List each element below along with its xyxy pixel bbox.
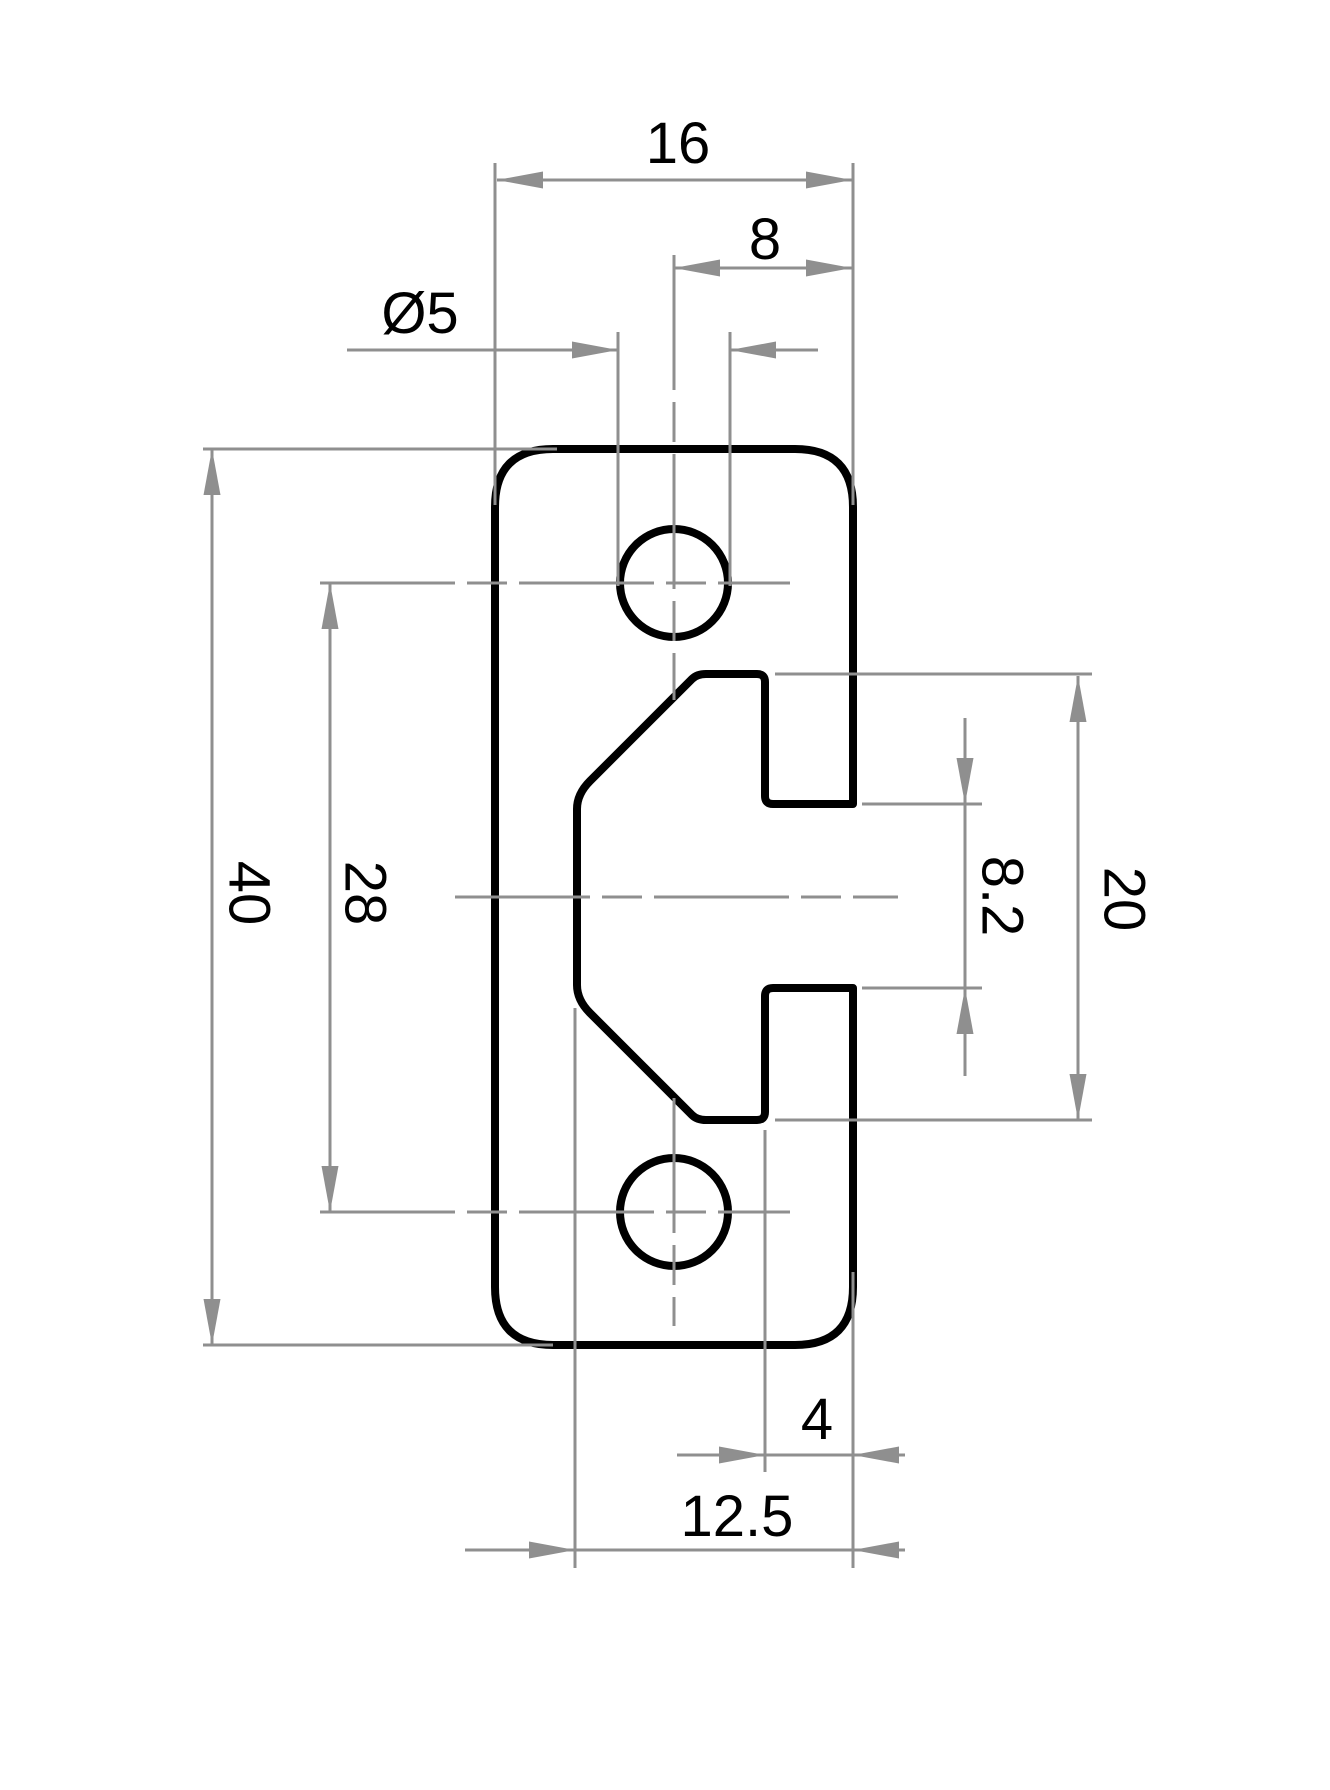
arrow-right-icon [719, 1446, 765, 1464]
arrow-left-icon [497, 171, 543, 189]
dim-slot-depth: 12.5 [465, 1484, 905, 1559]
arrow-right-icon [806, 259, 852, 277]
arrow-down-icon [956, 758, 974, 804]
dim-label-lip-depth: 4 [801, 1387, 833, 1452]
arrow-right-icon [529, 1541, 575, 1559]
arrow-up-icon [956, 988, 974, 1034]
arrow-up-icon [321, 583, 339, 629]
dim-overall-width: 16 [497, 111, 852, 189]
arrow-left-icon [853, 1446, 899, 1464]
dim-lip-depth: 4 [677, 1387, 905, 1464]
dim-slot-opening: 8.2 [956, 718, 1035, 1076]
arrow-left-icon [674, 259, 720, 277]
dim-hole-diameter: Ø5 [347, 281, 818, 359]
arrow-down-icon [321, 1166, 339, 1212]
dim-label-slot-height: 20 [1092, 867, 1157, 932]
dim-label-overall-width: 16 [646, 111, 711, 176]
arrow-right-icon [806, 171, 852, 189]
dim-label-hole-diameter: Ø5 [381, 281, 458, 346]
arrow-left-icon [853, 1541, 899, 1559]
dim-label-hole-offset: 8 [749, 207, 781, 272]
dim-overall-height: 40 [203, 449, 282, 1345]
dim-hole-spacing: 28 [321, 583, 398, 1212]
arrow-right-icon [572, 341, 618, 359]
dim-label-hole-spacing: 28 [333, 861, 398, 926]
arrow-left-icon [730, 341, 776, 359]
arrow-up-icon [1069, 676, 1087, 722]
arrow-up-icon [203, 449, 221, 495]
extension-lines [203, 163, 1092, 1568]
dim-label-slot-opening: 8.2 [970, 856, 1035, 937]
dim-label-overall-height: 40 [217, 861, 282, 926]
dim-slot-height: 20 [1069, 676, 1157, 1120]
arrow-down-icon [203, 1299, 221, 1345]
dim-hole-offset: 8 [674, 207, 852, 277]
arrow-down-icon [1069, 1074, 1087, 1120]
dim-label-slot-depth: 12.5 [681, 1484, 794, 1549]
center-lines [320, 255, 898, 1326]
